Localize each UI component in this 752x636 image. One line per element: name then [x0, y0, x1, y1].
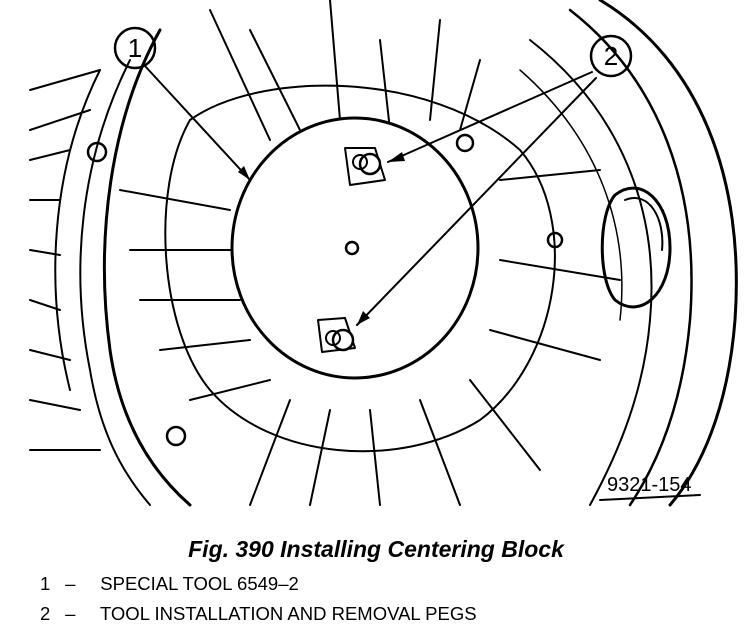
- housing-left-arc: [102, 28, 192, 507]
- leader-2a-arrow: [388, 152, 405, 162]
- housing-left-arc-3: [54, 69, 101, 391]
- bolt-hole-left: [86, 141, 108, 163]
- legend-dash: –: [65, 573, 76, 594]
- ribs-top: [209, 0, 481, 141]
- housing-bottom: [599, 494, 701, 501]
- housing-outer-arc: [598, 0, 738, 507]
- ribs-left: [119, 189, 271, 401]
- centering-block-disc: [230, 116, 480, 380]
- callout-1-circle: [113, 26, 157, 70]
- housing-arc-3: [529, 39, 653, 506]
- leader-2a: [387, 71, 593, 163]
- ribs-bottom: [249, 379, 541, 506]
- legend-text: TOOL INSTALLATION AND REMOVAL PEGS: [99, 603, 477, 624]
- side-plug: [600, 186, 672, 309]
- figure-caption: Fig. 390 Installing Centering Block: [188, 536, 564, 562]
- leader-1-arrow: [238, 166, 250, 180]
- leader-2b: [356, 77, 597, 326]
- leader-1: [144, 65, 251, 181]
- housing-left-arc-2: [79, 59, 151, 506]
- bolt-hole-top: [455, 133, 475, 153]
- legend-text: SPECIAL TOOL 6549–2: [100, 573, 299, 594]
- peg-top: [344, 147, 386, 186]
- legend-number: 2: [40, 603, 51, 624]
- bolt-hole-left-2: [165, 425, 187, 447]
- housing-arc-4: [519, 69, 623, 321]
- center-hole: [344, 240, 360, 256]
- callout-2-number: 2: [604, 41, 618, 71]
- leader-2b-arrow: [357, 311, 370, 325]
- flange-left-lines: [29, 149, 101, 451]
- ribs-right: [489, 169, 621, 361]
- legend-number: 1: [40, 573, 51, 594]
- housing-arc-2: [568, 8, 693, 507]
- centering-block-illustration: 1 2: [29, 0, 738, 507]
- legend-item: 1 – SPECIAL TOOL 6549–2: [40, 573, 299, 595]
- inner-ring: [164, 84, 556, 453]
- figure-reference-code: 9321-154: [607, 474, 692, 496]
- legend-item: 2 – TOOL INSTALLATION AND REMOVAL PEGS: [40, 603, 477, 625]
- peg-bottom: [317, 317, 356, 353]
- side-plug-inner: [624, 197, 664, 251]
- housing-top-edge: [29, 69, 101, 131]
- callout-1-number: 1: [128, 33, 142, 63]
- callout-2-circle: [589, 34, 633, 78]
- legend-dash: –: [65, 603, 76, 624]
